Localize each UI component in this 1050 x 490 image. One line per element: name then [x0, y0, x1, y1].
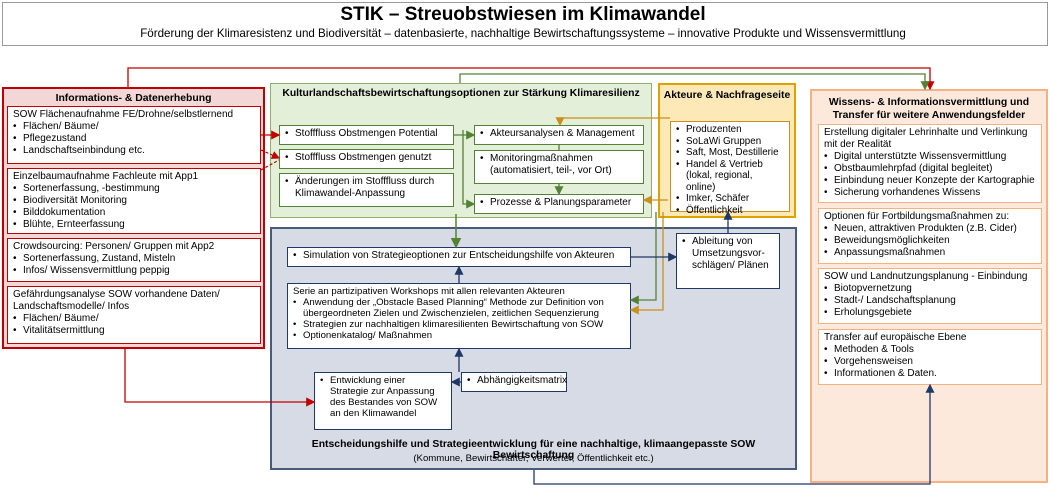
info-box-gefaehrdungsanalyse: Gefährdungsanalyse SOW vorhandene Daten/…	[7, 286, 261, 344]
info-box-crowdsourcing: Crowdsourcing: Personen/ Gruppen mit App…	[7, 238, 261, 282]
info-panel-title: Informations- & Datenerhebung	[55, 93, 212, 104]
entsch-box-ableitung: Ableitung von Umsetzungsvor-schlägen/ Pl…	[676, 233, 780, 289]
wissen-box-transfer: Transfer auf europäische Ebene Methoden …	[818, 329, 1042, 385]
wissen-box-landnutzung: SOW und Landnutzungsplanung - Einbindung…	[818, 268, 1042, 324]
entscheidung-panel-subtitle: (Kommune, Bewirtschafter, Verwerter, Öff…	[413, 453, 654, 464]
akteure-list-box: Produzenten SoLaWi Gruppen Saft, Most, D…	[670, 121, 790, 216]
page-subtitle: Förderung der Klimaresistenz und Biodive…	[140, 27, 906, 40]
header-frame	[2, 2, 1048, 46]
kultur-box-aenderungen: Änderungen im Stofffluss durch Klimawand…	[279, 173, 454, 207]
kultur-box-akteursanalysen: Akteursanalysen & Management	[474, 125, 644, 145]
wissen-panel-title: Wissens- & Informationsvermittlung und T…	[828, 97, 1030, 121]
kultur-box-genutzt: Stofffluss Obstmengen genutzt	[279, 149, 454, 169]
info-box-flaechenaufnahme: SOW Flächenaufnahme FE/Drohne/selbstlern…	[7, 106, 261, 164]
kultur-box-potential: Stofffluss Obstmengen Potential	[279, 125, 454, 145]
akteure-panel-title: Akteure & Nachfrageseite	[663, 90, 791, 101]
wissen-box-lehrinhalte: Erstellung digitaler Lehrinhalte und Ver…	[818, 124, 1042, 203]
info-box-einzelbaumaufnahme: Einzelbaumaufnahme Fachleute mit App1 So…	[7, 168, 261, 234]
kultur-panel-title: Kulturlandschaftsbewirtschaftungsoptione…	[282, 88, 640, 99]
page-title: STIK – Streuobstwiesen im Klimawandel	[340, 4, 706, 25]
entsch-box-strategie: Entwicklung einer Strategie zur Anpassun…	[314, 372, 452, 430]
kultur-box-prozesse: Prozesse & Planungsparameter	[474, 194, 644, 214]
entsch-box-workshops: Serie an partizipativen Workshops mit al…	[287, 283, 631, 349]
entsch-box-matrix: Abhängigkeitsmatrix	[461, 372, 567, 392]
kultur-box-monitoring: Monitoringmaßnahmen (automatisiert, teil…	[474, 150, 644, 184]
entsch-box-simulation: Simulation von Strategieoptionen zur Ent…	[287, 247, 631, 267]
wissen-box-fortbildung: Optionen für Fortbildungsmaßnahmen zu: N…	[818, 208, 1042, 264]
